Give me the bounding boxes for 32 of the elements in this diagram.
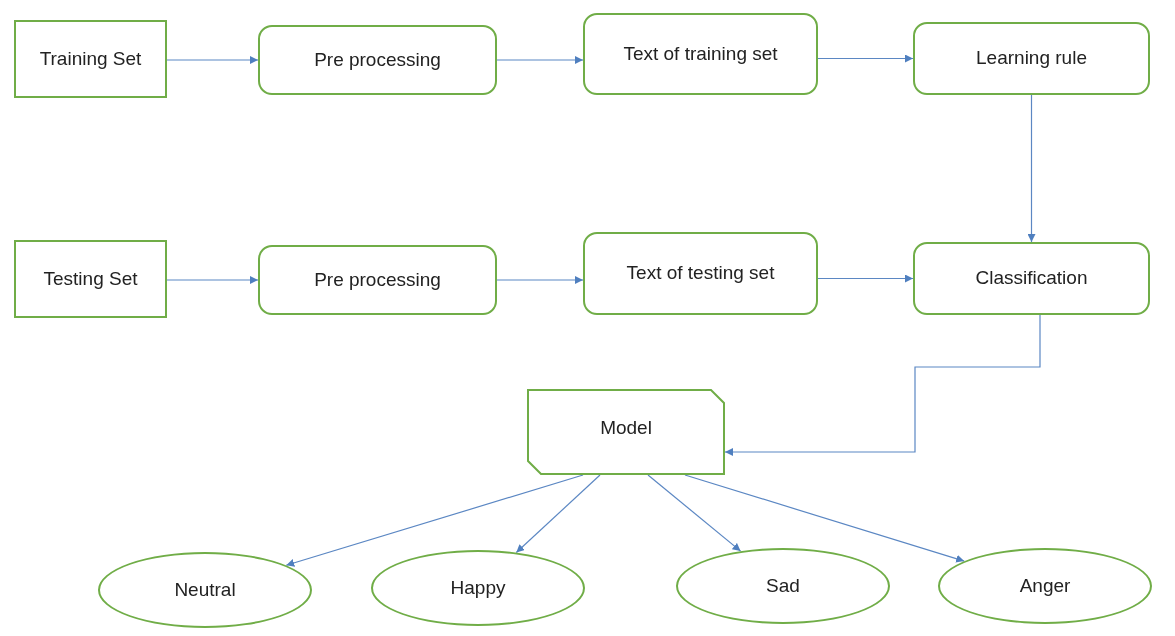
node-label: Model [600, 416, 652, 440]
arrow [496, 276, 584, 284]
arrow [684, 474, 965, 563]
model-box [527, 389, 725, 475]
node-label: Text of testing set [626, 261, 775, 286]
process-box [913, 242, 1150, 315]
node-label: Learning rule [976, 46, 1087, 71]
process-box [583, 232, 818, 315]
process-box [258, 25, 497, 95]
node-label: Pre processing [314, 267, 441, 292]
arrow [166, 276, 259, 284]
node-label: Happy [450, 575, 506, 600]
node-label: Classification [975, 266, 1088, 291]
process-box [913, 22, 1150, 95]
arrow [817, 274, 914, 283]
process-box [583, 13, 818, 95]
node-label: Neutral [174, 577, 236, 602]
node-label: Sad [766, 573, 800, 598]
arrow [166, 56, 259, 64]
arrow [285, 474, 584, 567]
node-label: Training Set [39, 46, 142, 71]
input-box [14, 240, 167, 318]
arrow [817, 54, 914, 63]
arrow [1027, 94, 1036, 243]
arrow [724, 314, 1041, 456]
process-box [258, 245, 497, 315]
node-label: Testing Set [43, 266, 138, 291]
input-box [14, 20, 167, 98]
node-label: Text of training set [623, 41, 778, 66]
node-label: Anger [1019, 573, 1071, 598]
arrow [496, 56, 584, 64]
node-label: Pre processing [314, 47, 441, 72]
